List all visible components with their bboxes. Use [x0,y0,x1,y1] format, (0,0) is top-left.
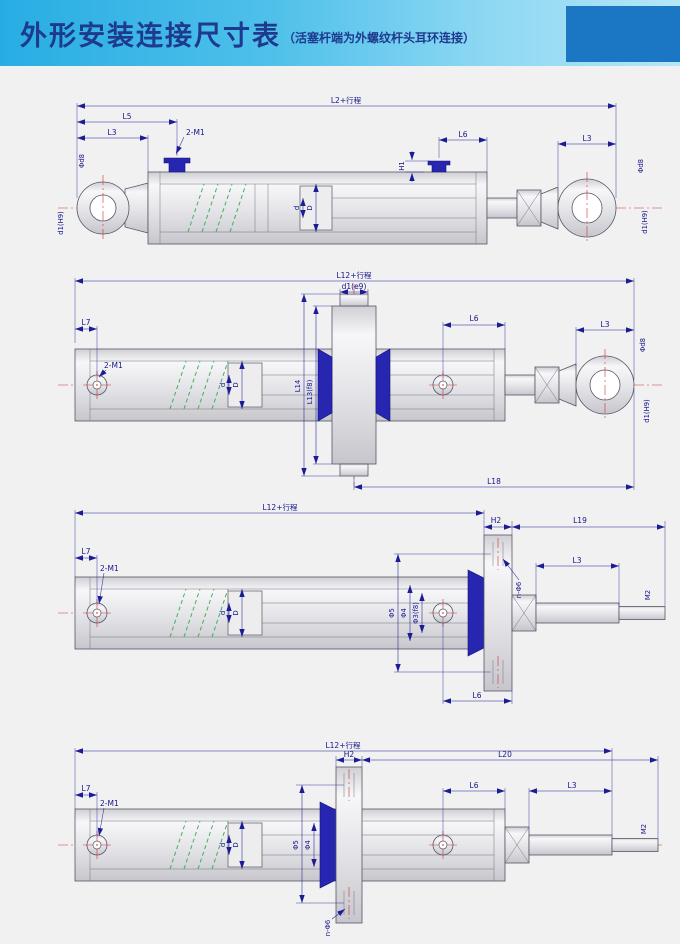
dim-flange-spigot: Φ4 [400,608,408,618]
dim-l6: L6 [473,691,482,700]
drawing-2-trunnion-mount: L12+行程 d1(e9) L7 2-M1 L14 L13(f8) L6 L3 [58,270,664,490]
dim-l6: L6 [459,130,468,139]
dim-bore-dia: D [232,842,240,847]
dim-bore-dia: D [232,382,240,387]
dim-ports: 2-M1 [100,564,119,573]
rod-eye-head [486,171,617,245]
dim-pin-dia: d1(e9) [342,282,367,291]
dim-l13: L13(f8) [306,379,314,404]
dim-eye-hole-right: d1(H9) [641,210,649,234]
rod-eye-head [504,348,635,422]
dim-eye-od-left: Φd8 [78,154,86,168]
cylinder-body [76,171,488,245]
dim-overall-length: L2+行程 [331,95,362,105]
dim-l19: L19 [573,516,587,525]
dim-l5: L5 [123,112,132,121]
dim-rod-dia: d [219,611,227,615]
dim-h2: H2 [491,516,502,525]
cylinder-dimension-drawings: L2+行程 L5 L3 2-M1 H1 L6 L3 Φd8 d1(H9) Φd8… [57,95,666,936]
dim-rod-thread: M2 [640,824,648,834]
dim-bolt-holes: n-Φ6 [515,582,523,598]
drawing-4-head-flange-mount: L12+行程 H2 L20 L7 2-M1 L6 L3 Φ5 Φ4 [58,740,664,936]
dim-h1: H1 [398,161,406,170]
dim-rod-dia: d [293,206,301,210]
dim-l6: L6 [470,314,479,323]
dim-rod-dia: d [219,383,227,387]
dim-l7: L7 [82,318,91,327]
oil-port-right [427,160,451,173]
dim-l20: L20 [498,750,512,759]
dim-l3-right: L3 [583,134,592,143]
dim-eye-hole: d1(H9) [643,399,651,423]
page-header: 外形安装连接尺寸表 （活塞杆端为外螺纹杆头耳环连接） [0,0,680,66]
dim-overall-length: L12+行程 [336,270,372,280]
dim-l18: L18 [487,477,501,486]
dim-ports: 2-M1 [104,361,123,370]
drawing-3-front-flange-mount: L12+行程 H2 L19 L7 2-M1 L3 Φ5 Φ4 Φ3(f8) n-… [58,502,666,704]
dimensions-drawing-3: L12+行程 H2 L19 L7 2-M1 L3 Φ5 Φ4 Φ3(f8) n-… [74,502,666,704]
flange [319,766,363,924]
dim-l14: L14 [294,380,302,392]
dim-rod-dia: d [219,843,227,847]
piston-rod-threaded-end [511,594,666,632]
dim-eye-od-right: Φd8 [637,159,645,173]
dim-overall-length: L12+行程 [262,502,298,512]
dim-overall-length: L12+行程 [325,740,361,750]
dim-l3-left: L3 [108,128,117,137]
oil-port-left [163,157,191,173]
dim-bore-dia: D [306,205,314,210]
header-corner-block [566,6,680,62]
dim-pilot-dia: Φ3(f8) [412,602,420,624]
dim-l3: L3 [568,781,577,790]
drawing-1-eye-mount: L2+行程 L5 L3 2-M1 H1 L6 L3 Φd8 d1(H9) Φd8… [57,95,664,245]
piston-rod-threaded-end [504,826,659,864]
piston [227,362,263,408]
page-title: 外形安装连接尺寸表 [20,20,281,52]
dim-ports: 2-M1 [100,799,119,808]
flange [467,534,513,692]
trunnion-pin [317,284,391,486]
dim-l7: L7 [82,784,91,793]
dimensions-drawing-4: L12+行程 H2 L20 L7 2-M1 L6 L3 Φ5 Φ4 [74,740,659,936]
dim-h2: H2 [344,750,355,759]
page-subtitle: （活塞杆端为外螺纹杆头耳环连接） [283,30,476,45]
dim-bolt-circle: Φ5 [292,840,300,850]
dimensions-drawing-1: L2+行程 L5 L3 2-M1 H1 L6 L3 Φd8 d1(H9) Φd8… [57,95,649,235]
dim-l3: L3 [573,556,582,565]
dim-bolt-holes: n-Φ6 [324,920,332,936]
dim-l7: L7 [82,547,91,556]
dim-eye-hole-left: d1(H9) [57,211,65,235]
dim-bore-dia: D [232,610,240,615]
dim-bolt-circle: Φ5 [388,608,396,618]
dimensions-drawing-2: L12+行程 d1(e9) L7 2-M1 L14 L13(f8) L6 L3 [74,270,651,490]
dim-flange-spigot: Φ4 [304,840,312,850]
dim-l3: L3 [601,320,610,329]
dim-rod-thread: M2 [644,590,652,600]
dim-eye-od: Φd8 [639,338,647,352]
piston [227,822,263,868]
dim-l6: L6 [470,781,479,790]
dim-ports: 2-M1 [186,128,205,137]
